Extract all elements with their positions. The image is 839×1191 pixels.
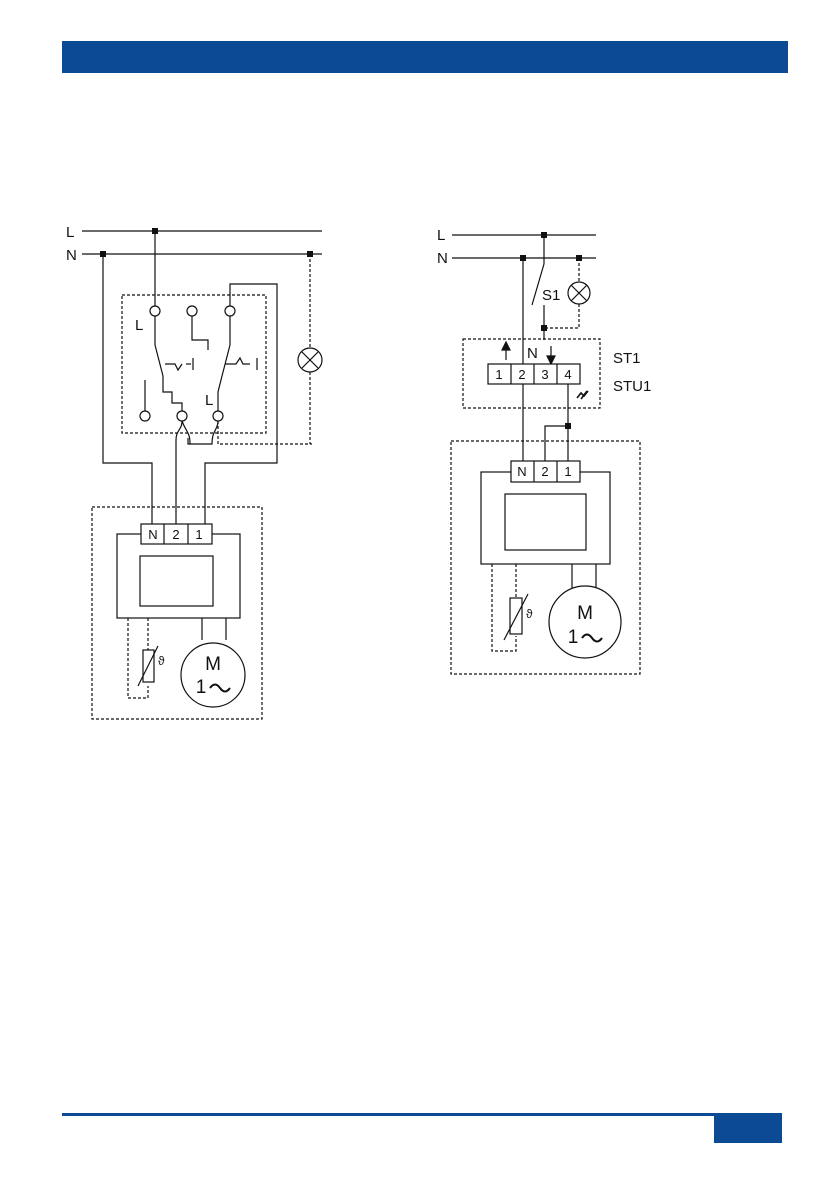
left-terminal-1: 1 (195, 527, 202, 542)
right-label-stu1: STU1 (613, 378, 651, 395)
right-control-terminal-3: 3 (541, 367, 548, 382)
right-label-st1: ST1 (613, 350, 641, 367)
right-control-terminal-2: 2 (518, 367, 525, 382)
left-switch-L-bottom: L (205, 392, 213, 409)
page-number-box (714, 1115, 782, 1143)
left-line-L-label: L (66, 224, 74, 241)
right-terminal-N: N (517, 464, 526, 479)
right-line-L-label: L (437, 227, 445, 244)
left-line-N-label: N (66, 247, 77, 264)
right-control-terminal-4: 4 (564, 367, 571, 382)
left-motor-M: M (205, 654, 221, 675)
footer-line (62, 1113, 782, 1116)
right-terminal-1: 1 (564, 464, 571, 479)
right-N-label: N (527, 345, 538, 362)
left-terminal-N: N (148, 527, 157, 542)
right-line-N-label: N (437, 250, 448, 267)
right-terminal-2: 2 (541, 464, 548, 479)
right-motor-1: 1 (568, 627, 579, 648)
right-wiring-diagram: L N S1 N 1 2 3 4 ST1 (437, 227, 651, 674)
right-temp-sensor-icon (577, 391, 588, 399)
left-motor-1: 1 (196, 677, 207, 698)
right-switch-label: S1 (542, 287, 560, 304)
right-thermo-symbol: ϑ (526, 607, 533, 621)
left-motor-icon (181, 643, 245, 707)
left-switch-L-top: L (135, 317, 143, 334)
left-wiring-diagram: L N L L (66, 224, 322, 719)
right-motor-M: M (577, 603, 593, 624)
left-thermo-symbol: ϑ (158, 654, 165, 668)
left-terminal-2: 2 (172, 527, 179, 542)
right-control-terminal-1: 1 (495, 367, 502, 382)
